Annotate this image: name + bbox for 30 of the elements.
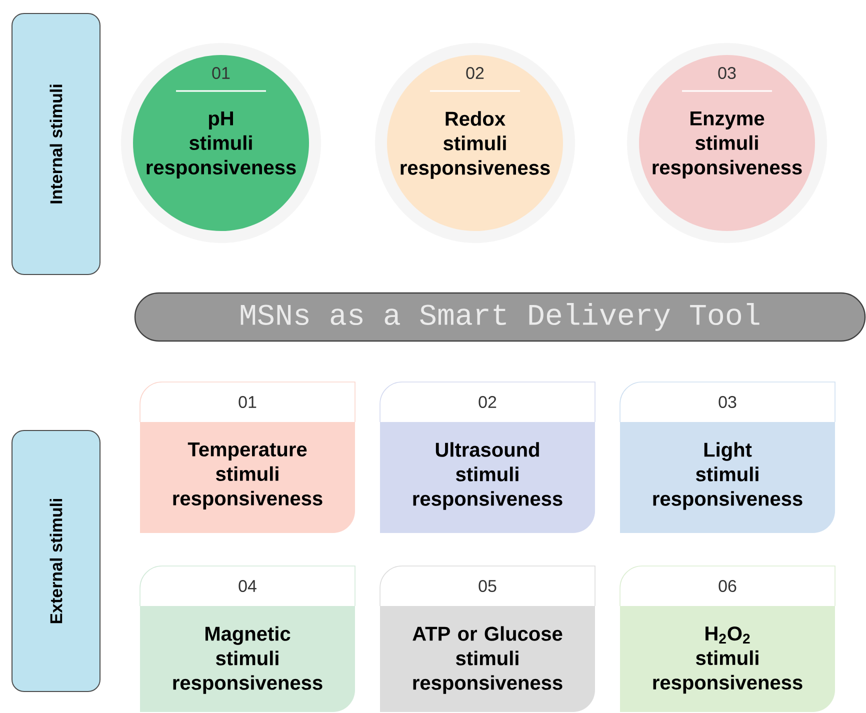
- stimulus-text: Enzyme stimuli responsiveness: [652, 112, 802, 178]
- number-label: 01: [212, 66, 230, 80]
- number-label: 05: [478, 580, 496, 592]
- stimulus-text: ATP or Glucose stimuli responsiveness: [412, 626, 562, 694]
- stimulus-card: [140, 382, 356, 533]
- category-box: External stimuli: [12, 430, 100, 692]
- stimulus-card: [620, 382, 836, 533]
- stimulus-text: Magnetic stimuli responsiveness: [173, 626, 322, 694]
- stimulus-text: pH stimuli responsiveness: [146, 112, 296, 178]
- stimulus-circle: [375, 43, 575, 243]
- stimulus-text: Ultrasound stimuli responsiveness: [413, 442, 562, 510]
- stimulus-circle: [121, 43, 321, 243]
- number-label: 04: [238, 580, 256, 592]
- stimulus-text: Light stimuli responsiveness: [653, 442, 802, 510]
- title-banner: MSNs as a Smart Delivery Tool: [134, 292, 866, 342]
- number-label: 03: [718, 66, 736, 80]
- stimulus-card: [620, 566, 836, 712]
- stimulus-card: [140, 566, 356, 712]
- number-label: 06: [718, 580, 736, 592]
- number-label: 01: [238, 396, 256, 408]
- category-box: Internal stimuli: [12, 13, 100, 275]
- stimulus-card: [380, 382, 596, 533]
- number-label: 02: [466, 66, 484, 80]
- number-label: 02: [478, 396, 496, 408]
- number-label: 03: [718, 396, 736, 408]
- stimulus-text: Temperature stimuli responsiveness: [173, 442, 322, 510]
- stimulus-card: [380, 566, 596, 712]
- stimulus-text: H$_{2}$O$_{2}$ stimuli responsiveness: [653, 626, 802, 694]
- stimulus-text: Redox stimuli responsiveness: [400, 111, 550, 179]
- stimulus-circle: [627, 43, 827, 243]
